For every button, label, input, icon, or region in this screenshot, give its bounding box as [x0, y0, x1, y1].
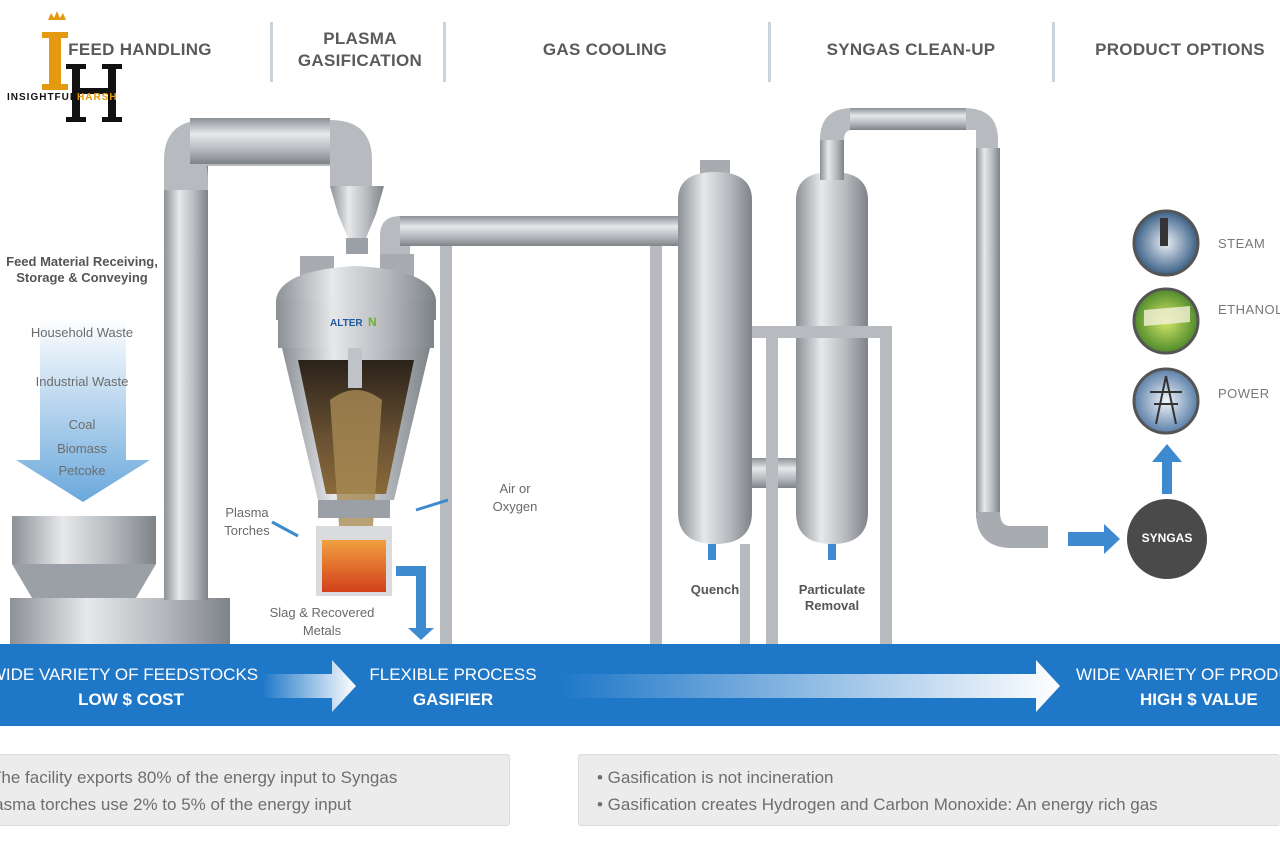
feed-hopper [10, 516, 230, 644]
output-power: POWER [1218, 386, 1270, 401]
band-process: FLEXIBLE PROCESS GASIFIER [358, 662, 548, 712]
feed-arrow [16, 318, 150, 502]
note-right-line1: • Gasification is not incineration [597, 768, 834, 787]
slag-arrow [396, 566, 434, 640]
band-arrow-2 [560, 660, 1060, 712]
label-quench: Quench [690, 582, 740, 597]
syngas-pipe-1 [380, 216, 680, 644]
feed-item-petcoke: Petcoke [58, 463, 106, 478]
gasifier-vessel: ALTER N [276, 254, 436, 596]
label-plasma-torches: Plasma Torches [224, 505, 270, 538]
logo-wordmark: INSIGHTFULHARSH [7, 92, 118, 103]
torch-pointer [271, 520, 299, 538]
power-icon [1132, 367, 1200, 435]
stage-product-options: PRODUCT OPTIONS [1095, 40, 1265, 59]
feed-title: Feed Material Receiving, Storage & Conve… [6, 254, 158, 285]
band-products: WIDE VARIETY OF PRODUCTS HIGH $ VALUE [1070, 662, 1280, 712]
label-particulate-removal: Particulate Removal [798, 582, 866, 613]
band-products-line1: WIDE VARIETY OF PRODUCTS [1076, 665, 1280, 684]
band-feedstocks-line2: LOW $ COST [78, 690, 184, 709]
product-up-arrow [1152, 444, 1182, 494]
syngas-label: SYNGAS [1141, 531, 1193, 545]
note-right: • Gasification is not incineration • Gas… [578, 754, 1280, 826]
feed-conveyor-pipe [164, 118, 372, 600]
label-air-oxygen: Air or Oxygen [492, 481, 538, 514]
cyclone [330, 186, 384, 238]
air-pointer [415, 498, 449, 512]
output-steam: STEAM [1218, 236, 1266, 251]
stage-feed-handling: FEED HANDLING [68, 40, 212, 59]
stage-divider [443, 22, 446, 82]
band-process-line2: GASIFIER [412, 690, 494, 709]
band-arrow-1 [262, 660, 356, 712]
feed-item-coal: Coal [68, 417, 96, 432]
gasifier-brand-mark: ALTER [330, 318, 363, 329]
stage-syngas-cleanup: SYNGAS CLEAN-UP [826, 40, 996, 59]
particulate-vessel [796, 172, 868, 560]
stage-divider [270, 22, 273, 82]
logo-mark [42, 11, 122, 122]
label-slag: Slag & Recovered Metals [269, 605, 375, 638]
vessel-connectors [740, 326, 892, 644]
logo-text-accent: HARSH [77, 92, 118, 103]
band-products-line2: HIGH $ VALUE [1140, 690, 1258, 709]
stage-divider [1052, 22, 1055, 82]
note-left: The facility exports 80% of the energy i… [0, 754, 510, 826]
feed-item-industrial: Industrial Waste [35, 374, 129, 389]
output-ethanol: ETHANOL [1218, 302, 1280, 317]
svg-text:N: N [368, 315, 377, 329]
feed-item-biomass: Biomass [57, 441, 107, 456]
note-left-line2: Plasma torches use 2% to 5% of the energ… [0, 795, 352, 814]
syngas-node [1127, 499, 1207, 579]
quench-vessel [678, 160, 752, 560]
band-process-line1: FLEXIBLE PROCESS [369, 665, 537, 684]
stage-plasma-gasification: PLASMA GASIFICATION [297, 29, 423, 70]
stage-divider [768, 22, 771, 82]
band-feedstocks-line1: WIDE VARIETY OF FEEDSTOCKS [0, 665, 259, 684]
note-left-line1: The facility exports 80% of the energy i… [0, 768, 398, 787]
note-right-line2: • Gasification creates Hydrogen and Carb… [597, 795, 1158, 814]
syngas-pipe-2 [820, 108, 1048, 548]
syngas-arrow [1068, 524, 1120, 554]
logo-text-main: INSIGHTFUL [7, 92, 77, 103]
feed-item-household: Household Waste [30, 325, 134, 340]
band-feedstocks: WIDE VARIETY OF FEEDSTOCKS LOW $ COST [0, 662, 262, 712]
stage-gas-cooling: GAS COOLING [542, 40, 668, 59]
